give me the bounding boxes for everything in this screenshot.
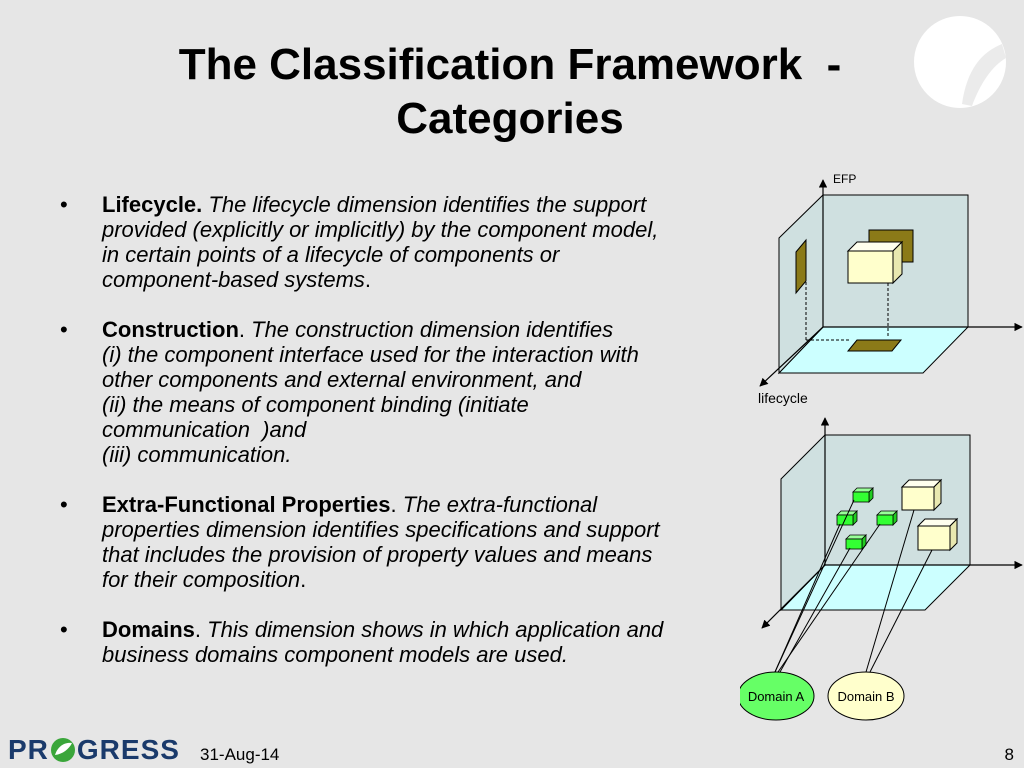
domain-a-ellipse xyxy=(740,671,815,721)
classification-diagram: EFP lifecycle xyxy=(740,172,1023,721)
component-box xyxy=(846,240,904,285)
footer-date: 31-Aug-14 xyxy=(200,745,280,764)
bullet-text-line: The construction dimension identifies xyxy=(251,317,614,342)
bullet-trail: . xyxy=(364,267,372,292)
page-number: 8 xyxy=(1004,745,1014,764)
lifecycle-axis-label: lifecycle xyxy=(758,390,808,406)
bullet-text-line: other components and external environmen… xyxy=(102,367,582,392)
bullet-domains: • Domains. This dimension shows in which… xyxy=(60,617,760,667)
domain-connector xyxy=(779,547,851,673)
green-component xyxy=(845,534,867,550)
domains-cube: Domain A Domain B xyxy=(740,417,1023,721)
bullet-text-line: provided (explicitly or implicitly) by t… xyxy=(102,217,659,242)
bullet-construction: • Construction. The construction dimensi… xyxy=(60,317,760,467)
logo-text-right: GRESS xyxy=(76,734,180,765)
bullet-separator: . xyxy=(390,492,403,517)
bullet-extra-functional: • Extra-Functional Properties. The extra… xyxy=(60,492,760,592)
slide-title: The Classification Framework - Categorie… xyxy=(60,38,960,146)
title-line-1: The Classification Framework - xyxy=(178,40,842,89)
cream-component xyxy=(900,478,943,512)
decorative-circle-icon xyxy=(914,16,1006,108)
bullet-text-line: business domains component models are us… xyxy=(102,642,568,667)
bullet-marker: • xyxy=(60,492,68,517)
bullet-trail: . xyxy=(300,567,307,592)
bullet-text-line: This dimension shows in which applicatio… xyxy=(207,617,664,642)
bullet-term: Construction xyxy=(102,317,239,342)
bullet-text-line: The extra-functional xyxy=(402,492,598,517)
lifecycle-efp-cube: EFP lifecycle xyxy=(758,172,1023,406)
green-component xyxy=(876,510,898,526)
floor-projection xyxy=(846,339,903,352)
bullet-text-line: that includes the provision of property … xyxy=(102,542,653,567)
progress-logo: PR GRESS xyxy=(8,734,180,766)
cream-component xyxy=(916,517,959,552)
bullet-marker: • xyxy=(60,317,68,342)
bullet-text-line: properties dimension identifies specific… xyxy=(102,517,660,542)
bullet-separator: . xyxy=(194,617,208,642)
bullet-text-line: (ii) the means of component binding (ini… xyxy=(102,392,529,417)
bullet-text-line: in certain points of a lifecycle of comp… xyxy=(102,242,560,267)
domain-b-ellipse xyxy=(827,671,905,721)
depth-axis xyxy=(761,564,826,629)
bullet-separator: . xyxy=(238,317,252,342)
bullet-text-line: (iii) communication. xyxy=(102,442,292,467)
green-component xyxy=(836,510,858,526)
domain-connector xyxy=(777,523,881,673)
green-component xyxy=(852,487,874,503)
logo-leaf-icon xyxy=(50,738,75,762)
domain-b-label: Domain B xyxy=(837,689,894,704)
bullet-term: Extra-Functional Properties xyxy=(102,492,391,517)
domain-connector xyxy=(869,549,933,673)
bullet-text-line: The lifecycle dimension identifies the s… xyxy=(208,192,647,217)
bullet-lifecycle: • Lifecycle. The lifecycle dimension ide… xyxy=(60,192,760,292)
domain-a-label: Domain A xyxy=(748,689,805,704)
bullet-text-line: communication )and xyxy=(102,417,307,442)
bullet-text-line: for their composition xyxy=(102,567,301,592)
wall-projection xyxy=(795,238,807,295)
bullet-marker: • xyxy=(60,192,68,217)
domain-connector xyxy=(774,523,841,673)
lifecycle-axis xyxy=(759,326,824,387)
bullet-text-line: (i) the component interface used for the… xyxy=(102,342,639,367)
title-line-2: Categories xyxy=(396,94,624,143)
bullet-text-line: component-based systems xyxy=(102,267,365,292)
domain-connector xyxy=(774,499,855,673)
bullet-term: Lifecycle. xyxy=(102,192,203,217)
domain-connector xyxy=(865,509,915,673)
bullet-marker: • xyxy=(60,617,68,642)
efp-axis-label: EFP xyxy=(833,172,856,186)
logo-text-left: PR xyxy=(8,734,49,765)
bullet-list: • Lifecycle. The lifecycle dimension ide… xyxy=(60,192,760,667)
bullet-term: Domains xyxy=(102,617,195,642)
